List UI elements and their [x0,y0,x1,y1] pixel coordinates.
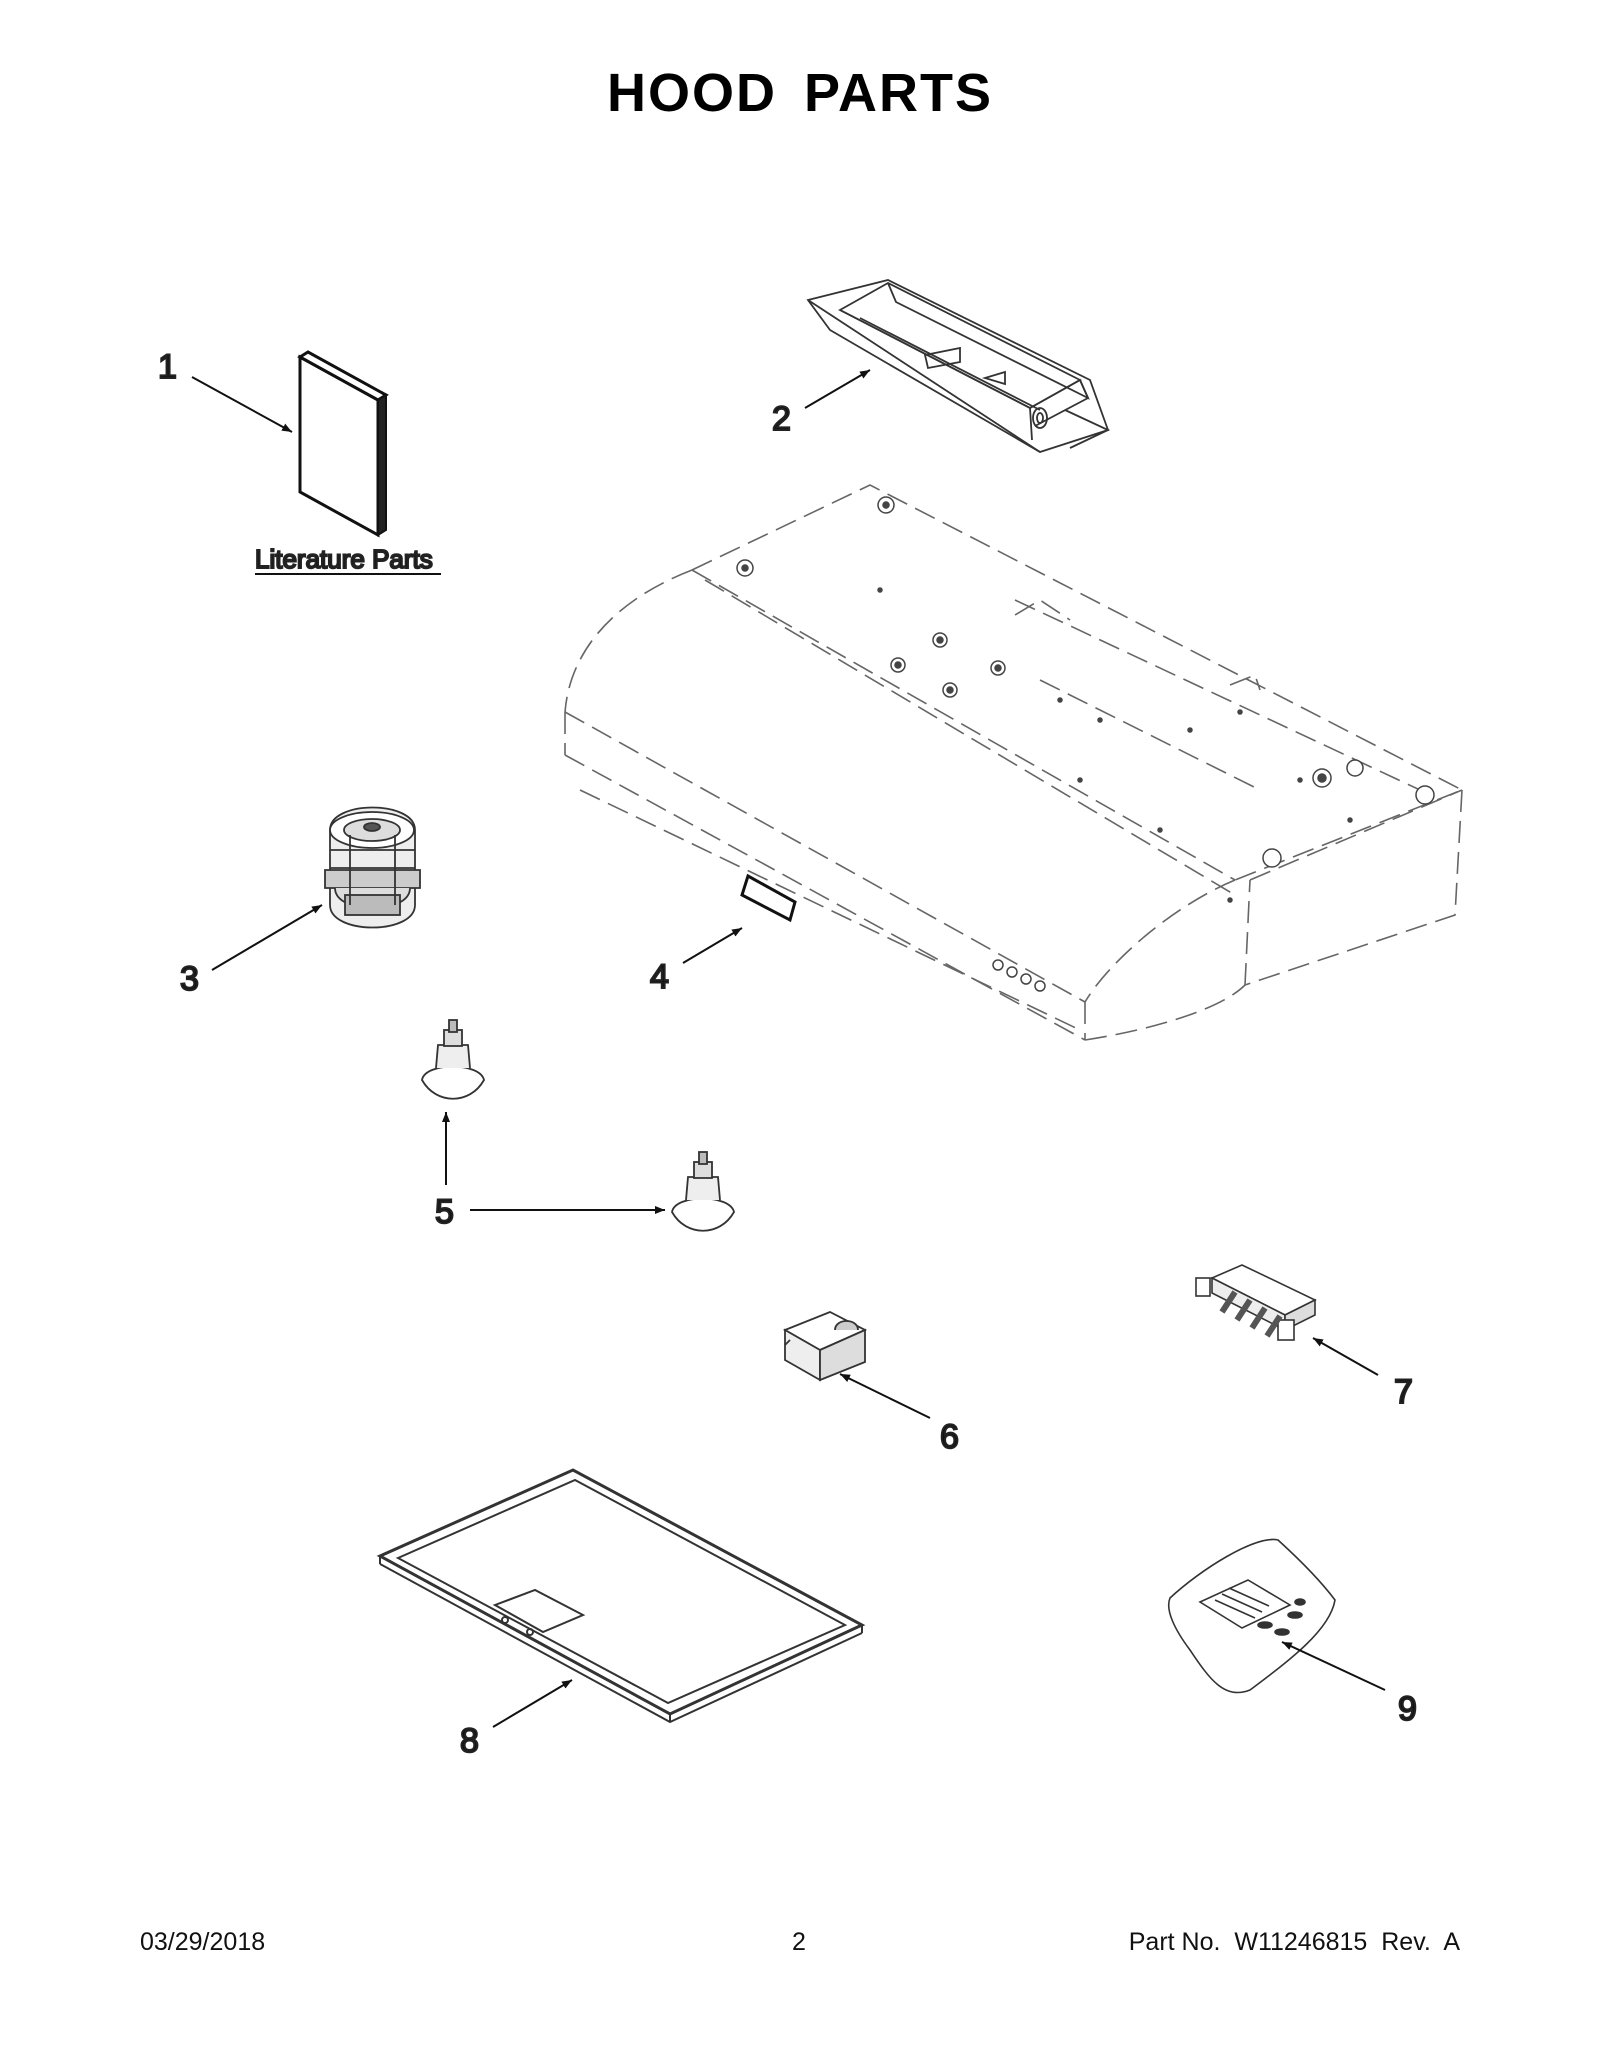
callout-9: 9 [1398,1690,1417,1728]
callout-9-leader [1281,1641,1386,1691]
rating-label-part[interactable] [740,873,797,923]
grease-filter-part[interactable] [376,1468,866,1724]
callout-6: 6 [940,1418,959,1456]
literature-parts-label: Literature Parts [255,544,433,574]
callout-4-leader [682,927,743,964]
callout-1-leader [191,376,293,433]
footer-date: 03/29/2018 [140,1928,266,1956]
footer-page-number: 2 [792,1928,806,1956]
rev-value: A [1443,1928,1460,1956]
callout-2: 2 [772,400,791,438]
hardware-kit-bag-part[interactable] [1168,1538,1336,1694]
callout-8: 8 [460,1722,479,1760]
control-switch-part[interactable] [1195,1264,1317,1341]
callout-7-leader [1312,1337,1379,1376]
callout-2-leader [804,369,871,409]
range-hood-body [564,484,1464,1041]
callout-3-leader [211,904,323,971]
literature-booklet-part[interactable] [297,350,389,538]
callout-5: 5 [435,1193,454,1231]
footer-part-number: Part No. W11246815 Rev. A [1129,1928,1460,1957]
part-no-label: Part No. [1128,1928,1221,1956]
callout-6-leader [839,1373,931,1419]
junction-box-part[interactable] [806,279,1111,453]
hood-features [736,496,1435,992]
page-title: HOOD PARTS [606,63,993,123]
transformer-part[interactable] [782,1311,868,1382]
part-number-value: W11246815 [1234,1928,1368,1956]
callout-1: 1 [158,348,177,386]
blower-motor-part[interactable] [324,806,421,929]
light-bulb-part-a[interactable] [421,1019,485,1100]
callout-8-leader [492,1679,573,1728]
rev-label: Rev. [1381,1928,1431,1956]
callout-3: 3 [180,960,199,998]
callout-4: 4 [650,958,669,996]
callout-7: 7 [1394,1373,1413,1411]
light-bulb-part-b[interactable] [671,1151,735,1232]
